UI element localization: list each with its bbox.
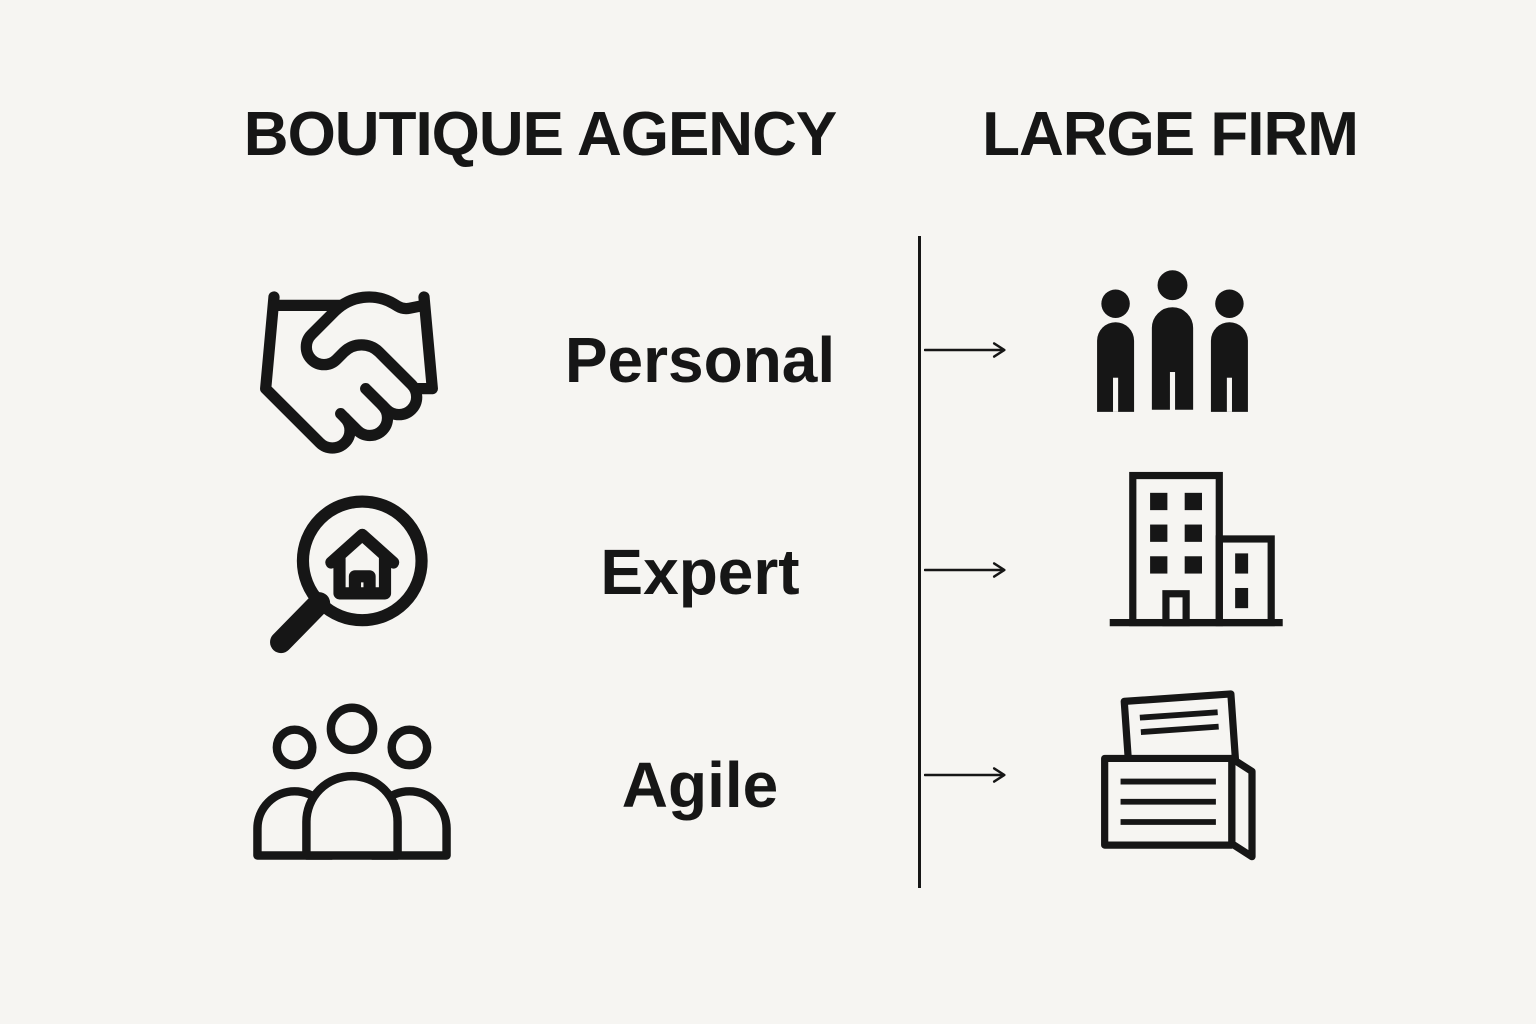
row-label-expert: Expert xyxy=(600,536,800,608)
right-column-title: LARGE FIRM xyxy=(982,100,1359,169)
document-box-icon xyxy=(1083,686,1278,867)
right-arrow-icon xyxy=(924,338,1010,362)
office-buildings-icon xyxy=(1098,464,1293,637)
vertical-divider xyxy=(918,236,921,888)
right-arrow-icon xyxy=(924,763,1010,787)
team-outline-icon xyxy=(249,695,455,864)
right-arrow-icon xyxy=(924,558,1010,582)
left-column-title: BOUTIQUE AGENCY xyxy=(243,100,837,169)
row-label-agile: Agile xyxy=(621,749,779,821)
handshake-icon xyxy=(239,272,459,472)
house-search-icon xyxy=(255,478,450,673)
people-group-solid-icon xyxy=(1080,258,1265,422)
row-label-personal: Personal xyxy=(564,324,836,396)
